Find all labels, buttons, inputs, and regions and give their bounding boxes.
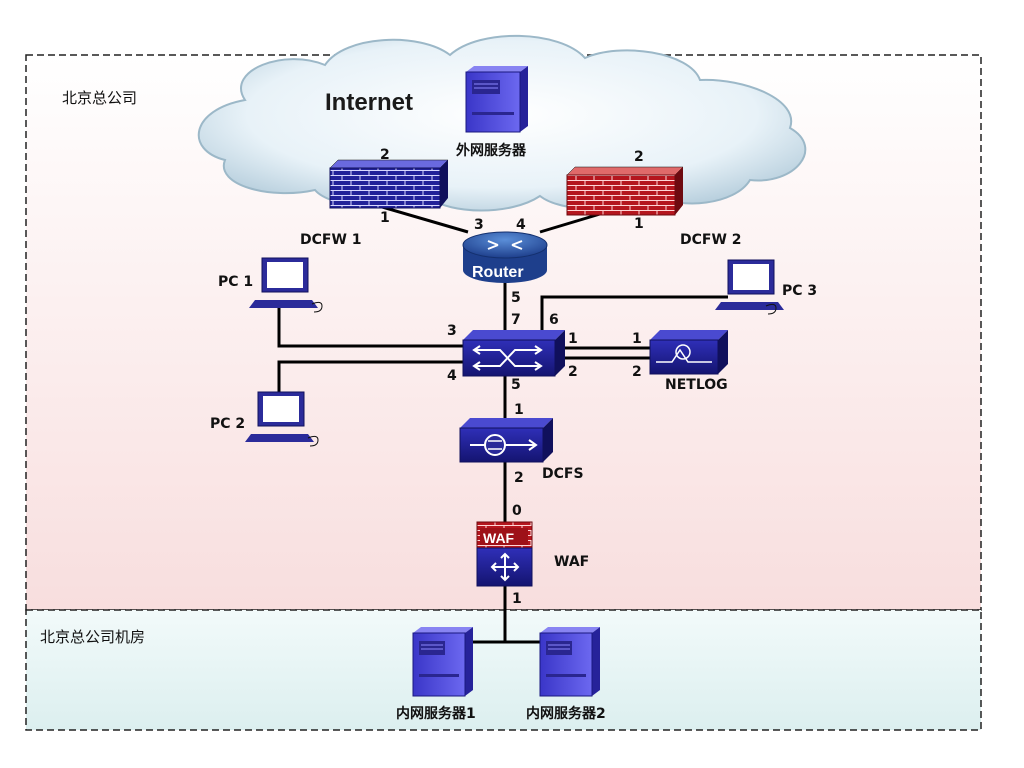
port-switch-left-bottom: 4 (447, 368, 457, 384)
port-dcfw2-bottom: 1 (634, 216, 644, 232)
port-dcfs-bottom: 2 (514, 470, 524, 486)
port-router-right: 4 (516, 217, 526, 233)
port-dcfw1-top: 2 (380, 147, 390, 163)
router-icon (462, 231, 548, 283)
port-switch-right-bottom: 2 (568, 364, 578, 380)
waf-badge-text: WAF (483, 530, 515, 546)
links (277, 203, 728, 644)
dcfs-label: DCFS (542, 466, 584, 482)
internal-server1-label: 内网服务器1 (396, 705, 476, 722)
internal-server2-label: 内网服务器2 (526, 705, 606, 722)
waf-icon (476, 521, 533, 587)
pc1-computer-icon (249, 257, 323, 313)
port-netlog-top: 1 (632, 331, 642, 347)
pc2-label: PC 2 (210, 416, 245, 432)
datacenter-zone-label: 北京总公司机房 (40, 628, 145, 646)
port-router-left: 3 (474, 217, 484, 233)
port-dcfw2-top: 2 (634, 149, 644, 165)
router-label: Router (472, 264, 524, 281)
pc3-computer-icon (715, 259, 784, 315)
pc2-computer-icon (245, 391, 319, 447)
external-server-icon (465, 66, 528, 133)
port-netlog-bottom: 2 (632, 364, 642, 380)
dcfw2-label: DCFW 2 (680, 232, 742, 248)
port-switch-left-top: 3 (447, 323, 457, 339)
dcfw1-label: DCFW 1 (300, 232, 362, 248)
port-switch-up-right: 6 (549, 312, 559, 328)
netlog-icon (649, 330, 728, 375)
waf-label: WAF (554, 554, 589, 570)
port-dcfw1-bottom: 1 (380, 210, 390, 226)
hq-zone-label: 北京总公司 (62, 89, 137, 107)
pc1-label: PC 1 (218, 274, 253, 290)
pc3-label: PC 3 (782, 283, 817, 299)
core-switch-icon (462, 330, 565, 377)
port-waf-bottom: 1 (512, 591, 522, 607)
dcfw1-firewall-icon (329, 159, 449, 209)
dcfs-icon (459, 418, 553, 463)
port-waf-top: 0 (512, 503, 522, 519)
internet-label: Internet (325, 89, 413, 116)
internal-server1-icon (412, 627, 473, 697)
external-server-label: 外网服务器 (456, 142, 527, 159)
netlog-label: NETLOG (665, 377, 728, 393)
port-router-down: 5 (511, 290, 521, 306)
port-switch-right-top: 1 (568, 331, 578, 347)
dcfw2-firewall-icon (566, 166, 684, 216)
port-switch-up: 7 (511, 312, 521, 328)
port-switch-down: 5 (511, 377, 521, 393)
port-dcfs-top: 1 (514, 402, 524, 418)
internal-server2-icon (539, 627, 600, 697)
